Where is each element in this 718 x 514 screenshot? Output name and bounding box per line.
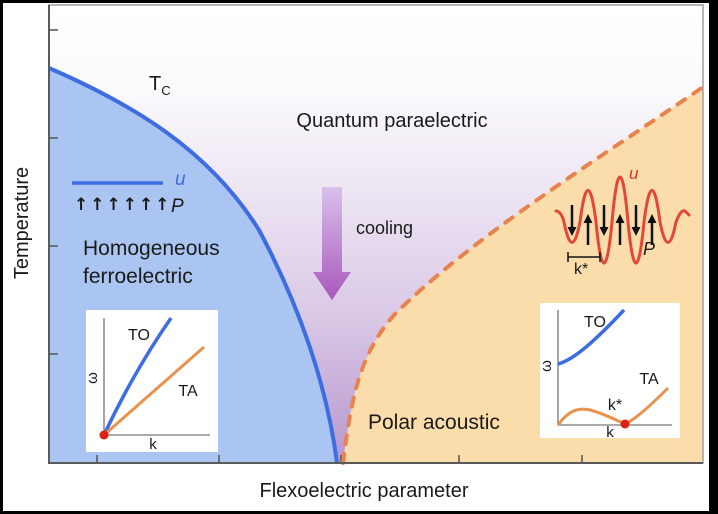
ta-branch-left-inset (103, 345, 205, 437)
y-axis-label: Temperature (11, 166, 33, 280)
k-axis-label: k (149, 436, 157, 453)
axis-lines (48, 5, 703, 464)
polar-acoustic-wave (554, 175, 691, 265)
ta-branch-right-inset (556, 386, 670, 426)
polarization-up-arrows: ↑↑↑↑↑↑ (74, 195, 172, 215)
inset-dispersion-ferroelectric: TO TA ω k (84, 310, 218, 453)
quantum-paraelectric-label: Quantum paraelectric (296, 110, 488, 132)
omega-axis-label: ω (84, 372, 101, 384)
to-branch-right-inset (557, 308, 626, 366)
homogeneous-line2: ferroelectric (83, 265, 193, 288)
wave-u-label: u (629, 164, 639, 183)
x-axis-label: Flexoelectric parameter (259, 480, 469, 502)
cooling-arrow (313, 187, 351, 300)
tc-base: T (149, 73, 162, 95)
phase-diagram-plot: TO TA ω k TO TA k* ω k (48, 4, 705, 465)
homogeneous-ferroelectric-label: Homogeneous ferroelectric (83, 235, 220, 291)
wave-p-label: P (643, 239, 656, 259)
ta-label: TA (639, 371, 659, 388)
to-label: TO (584, 314, 606, 331)
alternating-dipole-arrows (567, 205, 657, 245)
displacement-u-label: u (175, 169, 186, 190)
cooling-label: cooling (356, 218, 414, 238)
polar-acoustic-boundary-curve (341, 85, 705, 465)
ferroelectric-boundary-curve (48, 66, 339, 464)
omega-axis-label: ω (538, 360, 555, 372)
tc-subscript: C (161, 83, 171, 98)
gamma-point-dot (99, 430, 109, 440)
wave-kstar-label: k* (574, 261, 589, 278)
polar-acoustic-label: Polar acoustic (368, 411, 500, 434)
homogeneous-line1: Homogeneous (83, 237, 220, 260)
polarization-p-label: P (171, 196, 184, 217)
figure-background: TO TA ω k TO TA k* ω k Temperature Flexo… (3, 3, 709, 511)
to-branch-left-inset (102, 317, 173, 436)
inset-dispersion-polar-acoustic: TO TA k* ω k (538, 303, 680, 441)
kstar-minimum-dot (620, 419, 630, 429)
kstar-ruler (567, 252, 601, 262)
k-axis-label: k (606, 424, 614, 441)
kstar-label: k* (608, 397, 622, 414)
axis-ticks (49, 29, 583, 463)
tc-label: TC (149, 73, 171, 98)
to-label: TO (128, 327, 150, 344)
ta-label: TA (178, 383, 198, 400)
